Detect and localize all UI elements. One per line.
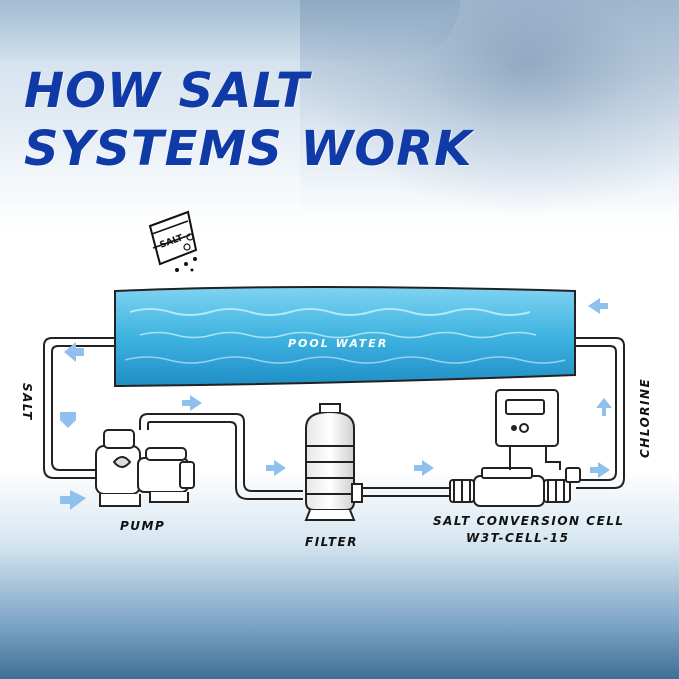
pump-label: PUMP	[120, 519, 166, 533]
salt-cell-label: SALT CONVERSION CELL	[433, 514, 625, 528]
pool-water-label: POOL WATER	[288, 337, 389, 350]
pump-icon	[95, 429, 195, 507]
salt-bag-icon: SALT	[148, 210, 198, 272]
filter-label: FILTER	[305, 535, 358, 549]
headline-line-2: SYSTEMS WORK	[24, 121, 473, 177]
arrow-right-pump	[60, 490, 86, 510]
controller-box-icon	[495, 389, 561, 470]
headline-line-1: HOW SALT	[24, 63, 310, 119]
arrow-up-right	[596, 398, 612, 416]
arrow-left-right-top	[588, 298, 608, 314]
arrow-down-left	[60, 412, 76, 428]
salt-cell-model: W3T-CELL-15	[466, 531, 570, 545]
arrow-right-filter	[266, 460, 286, 476]
arrow-right-cell	[414, 460, 434, 476]
chlorine-side-label: CHLORINE	[638, 377, 652, 458]
arrow-left-top	[64, 342, 84, 362]
pool-water	[114, 286, 576, 388]
salt-side-label: SALT	[20, 383, 34, 421]
background-workers-photo	[300, 0, 679, 215]
flow-arrows	[60, 298, 612, 510]
arrow-right-top-pipe	[182, 395, 202, 411]
filter-icon	[304, 403, 363, 521]
arrow-right-outlet	[590, 462, 610, 478]
headline: HOW SALT SYSTEMS WORK	[24, 62, 472, 178]
plumbing-loop	[43, 337, 625, 500]
salt-cell-icon	[449, 467, 581, 507]
